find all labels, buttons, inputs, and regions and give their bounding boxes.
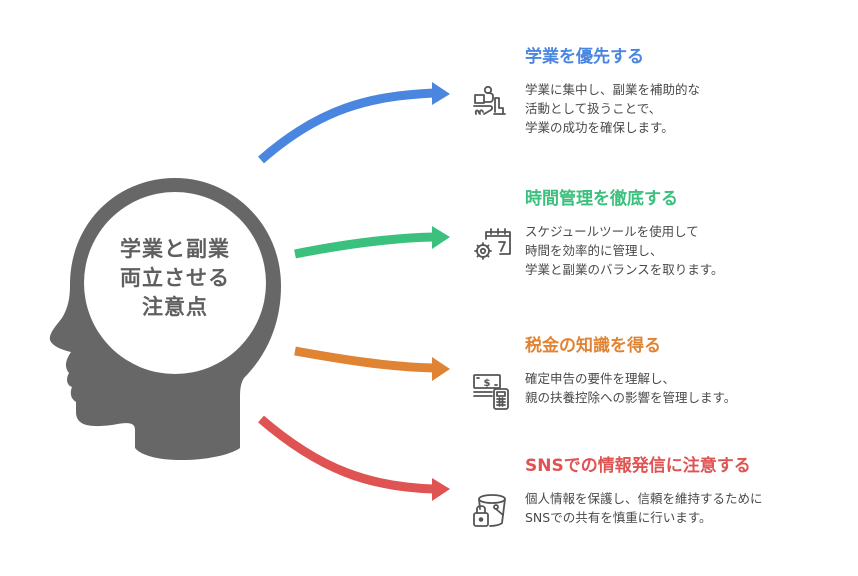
item-title: 税金の知識を得る: [525, 336, 661, 356]
head-silhouette: [49, 178, 282, 461]
description-line: スケジュールツールを使用して: [525, 224, 699, 239]
description-line: SNSでの共有を慎重に行います。: [525, 510, 712, 525]
item-description: スケジュールツールを使用して 時間を効率的に管理し、 学業と副業のバランスを取り…: [525, 222, 724, 279]
arrow-orange: [294, 346, 450, 381]
arrow-3-head: [432, 478, 450, 501]
arrow-0-shaft: [258, 88, 435, 164]
center-circle: [84, 192, 266, 374]
center-label-line: 両立させる: [120, 266, 230, 290]
description-line: 時間を効率的に管理し、: [525, 243, 663, 258]
center-label-line: 注意点: [142, 295, 208, 319]
description-line: 確定申告の要件を理解し、: [525, 371, 676, 386]
arrow-0-head: [432, 82, 450, 105]
description-line: 学業と副業のバランスを取ります。: [525, 262, 724, 277]
item-description: 確定申告の要件を理解し、 親の扶養控除への影響を管理します。: [525, 369, 736, 407]
item-title: 時間管理を徹底する: [525, 189, 678, 209]
svg-text:$: $: [484, 378, 491, 389]
arrow-green: [294, 226, 450, 259]
item-description: 個人情報を保護し、信頼を維持するために SNSでの共有を慎重に行います。: [525, 489, 763, 527]
arrow-red: [258, 415, 450, 501]
description-line: 親の扶養控除への影響を管理します。: [525, 390, 737, 405]
arrow-blue: [258, 82, 450, 164]
description-line: 学業の成功を確保します。: [525, 120, 674, 135]
description-line: 個人情報を保護し、信頼を維持するために: [525, 491, 763, 506]
description-line: 活動として扱うことで、: [525, 101, 662, 116]
arrow-2-shaft: [294, 346, 435, 373]
person-laptop-desk-icon: [473, 85, 506, 115]
center-label: 学業と副業 両立させる 注意点: [95, 235, 255, 322]
item-description: 学業に集中し、副業を補助的な 活動として扱うことで、 学業の成功を確保します。: [525, 80, 700, 137]
calendar-gear-icon: [474, 228, 511, 260]
description-line: 学業に集中し、副業を補助的な: [525, 82, 701, 97]
arrow-3-shaft: [258, 415, 435, 494]
money-calculator-icon: $: [473, 374, 509, 410]
arrow-2-head: [432, 357, 450, 381]
item-title: SNSでの情報発信に注意する: [525, 456, 751, 476]
arrow-1-head: [432, 226, 450, 249]
item-title: 学業を優先する: [525, 47, 644, 67]
bucket-lock-icon: [473, 494, 506, 527]
center-label-line: 学業と副業: [120, 237, 230, 261]
arrow-1-shaft: [294, 232, 435, 259]
